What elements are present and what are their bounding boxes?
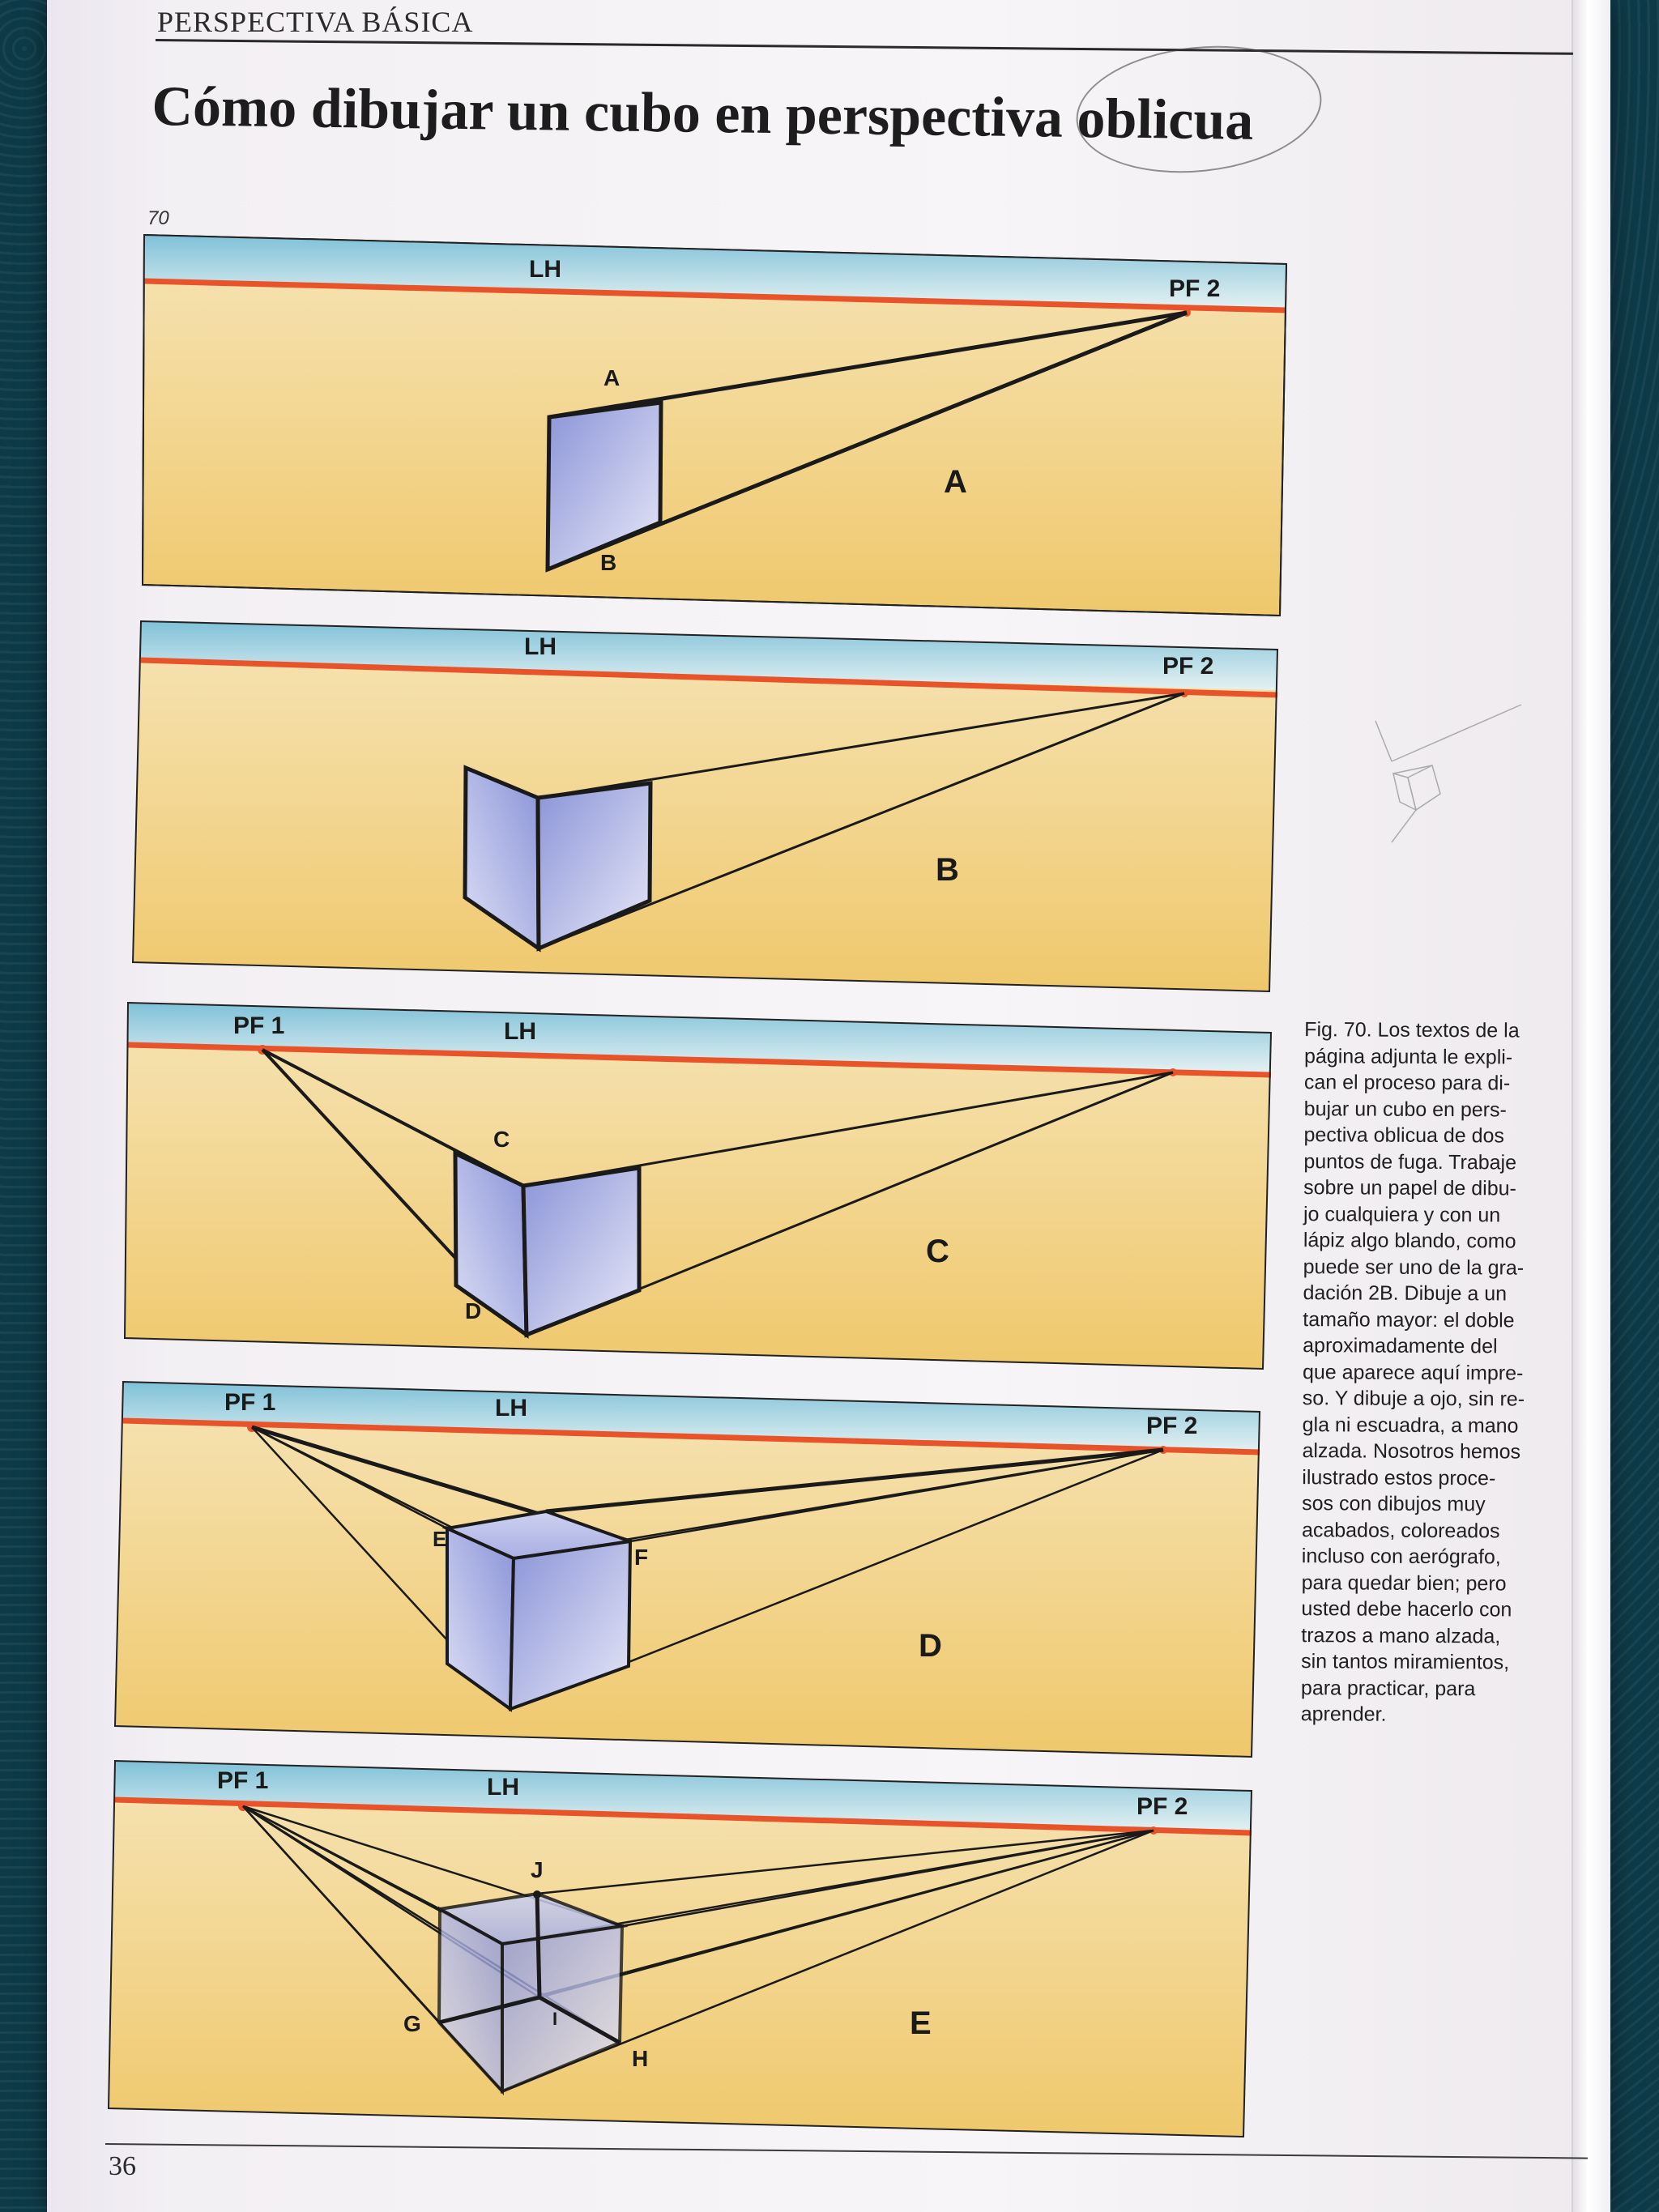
vanishing-point-label: PF 2 [1137,1793,1188,1820]
vanishing-point-label: PF 1 [224,1389,275,1416]
caption-line: pectiva oblicua de dos [1303,1123,1504,1148]
caption-line: página adjunta le expli- [1303,1044,1513,1068]
point-label: G [403,2011,421,2036]
caption-line: bujar un cubo en pers- [1303,1097,1507,1121]
point-label: J [531,1857,544,1882]
caption-line: acabados, coloreados [1301,1518,1500,1542]
caption-line: Fig. 70. Los textos de la [1304,1018,1520,1042]
page-edge [1572,0,1610,2212]
horizon-line [122,1417,1260,1455]
caption-line: so. Y dibuje a ojo, sin re- [1302,1387,1525,1411]
point-label: C [493,1127,510,1152]
figure-70: LH PF 2 A B A LH PF 2 B [107,233,1288,2138]
vanishing-point-label: PF 2 [1162,653,1213,680]
point-label: H [632,2046,648,2071]
panel-label: E [910,2005,932,2041]
horizon-label: LH [495,1395,527,1421]
panel-b: LH PF 2 B [131,620,1279,993]
panel-c: PF 1 LH C D C [123,1001,1273,1370]
cube-face-right [508,1539,633,1711]
panel-label: B [936,852,959,888]
figure-caption: Fig. 70. Los textos de la página adjunta… [1301,1016,1572,1728]
caption-line: puntos de fuga. Trabaje [1303,1149,1517,1174]
hidden-edge [438,1995,540,2025]
point-label: B [600,550,616,575]
horizon-label: LH [529,256,561,283]
vanishing-point-label: PF 1 [217,1767,268,1794]
figure-number: 70 [147,207,169,229]
panel-a: LH PF 2 A B A [141,233,1288,617]
vanishing-point-label: PF 2 [1169,275,1220,302]
point-marker [533,1890,541,1899]
hidden-edge [538,1995,621,2045]
caption-line: para quedar bien; pero [1301,1571,1507,1595]
caption-line: jo cualquiera y con un [1303,1202,1501,1226]
caption-line: aprender. [1300,1703,1387,1726]
caption-line: tamaño mayor: el doble [1303,1307,1515,1332]
point-label: F [634,1545,648,1570]
cube-face-right [535,781,653,952]
point-label: E [433,1527,446,1551]
caption-line: trazos a mano alzada, [1301,1623,1501,1647]
horizon-label: LH [487,1774,519,1801]
caption-line: sobre un papel de dibu- [1303,1176,1516,1200]
panel-label: C [926,1234,949,1269]
book-page: PERSPECTIVA BÁSICA Cómo dibujar un cubo … [47,0,1610,2212]
horizon-line [114,1796,1252,1836]
cube-face [545,400,663,573]
panel-label: A [944,464,967,500]
point-label: A [603,365,620,390]
caption-line: alzada. Nosotros hemos [1302,1439,1521,1464]
horizon-label: LH [504,1018,536,1045]
horizon-line [140,657,1278,698]
caption-line: que aparece aquí impre- [1302,1360,1524,1385]
vanishing-point-label: PF 2 [1146,1413,1197,1439]
hidden-edge [535,1893,542,1998]
horizon-line [127,1042,1272,1078]
cube-face-right [521,1166,642,1338]
panel-e: PF 1 LH PF 2 J G H I E [107,1759,1253,2138]
caption-line: sin tantos miramientos, [1301,1650,1510,1674]
pencil-sketch-cube [1375,704,1522,843]
caption-line: para practicar, para [1300,1676,1476,1700]
panel-d: PF 1 LH PF 2 E F D [113,1380,1261,1758]
caption-line: ilustrado estos proce- [1302,1465,1496,1490]
caption-line: can el proceso para di- [1303,1071,1511,1095]
caption-line: puede ser uno de la gra- [1303,1255,1525,1280]
point-label: I [552,2009,557,2029]
caption-line: lápiz algo blando, como [1303,1229,1516,1253]
caption-line: usted debe hacerlo con [1301,1597,1512,1622]
panel-label: D [919,1628,942,1664]
caption-line: sos con dibujos muy [1302,1492,1486,1516]
caption-line: dación 2B. Dibuje a un [1303,1281,1508,1306]
page-number: 36 [109,2151,136,2181]
point-label: D [465,1298,481,1323]
caption-line: gla ni escuadra, a mano [1302,1413,1519,1438]
vanishing-point-label: PF 1 [233,1012,284,1039]
horizon-label: LH [524,633,557,660]
caption-line: incluso con aerógrafo, [1301,1545,1501,1569]
horizon-line [143,278,1287,313]
caption-line: aproximadamente del [1303,1334,1498,1358]
running-head: PERSPECTIVA BÁSICA [157,6,474,38]
